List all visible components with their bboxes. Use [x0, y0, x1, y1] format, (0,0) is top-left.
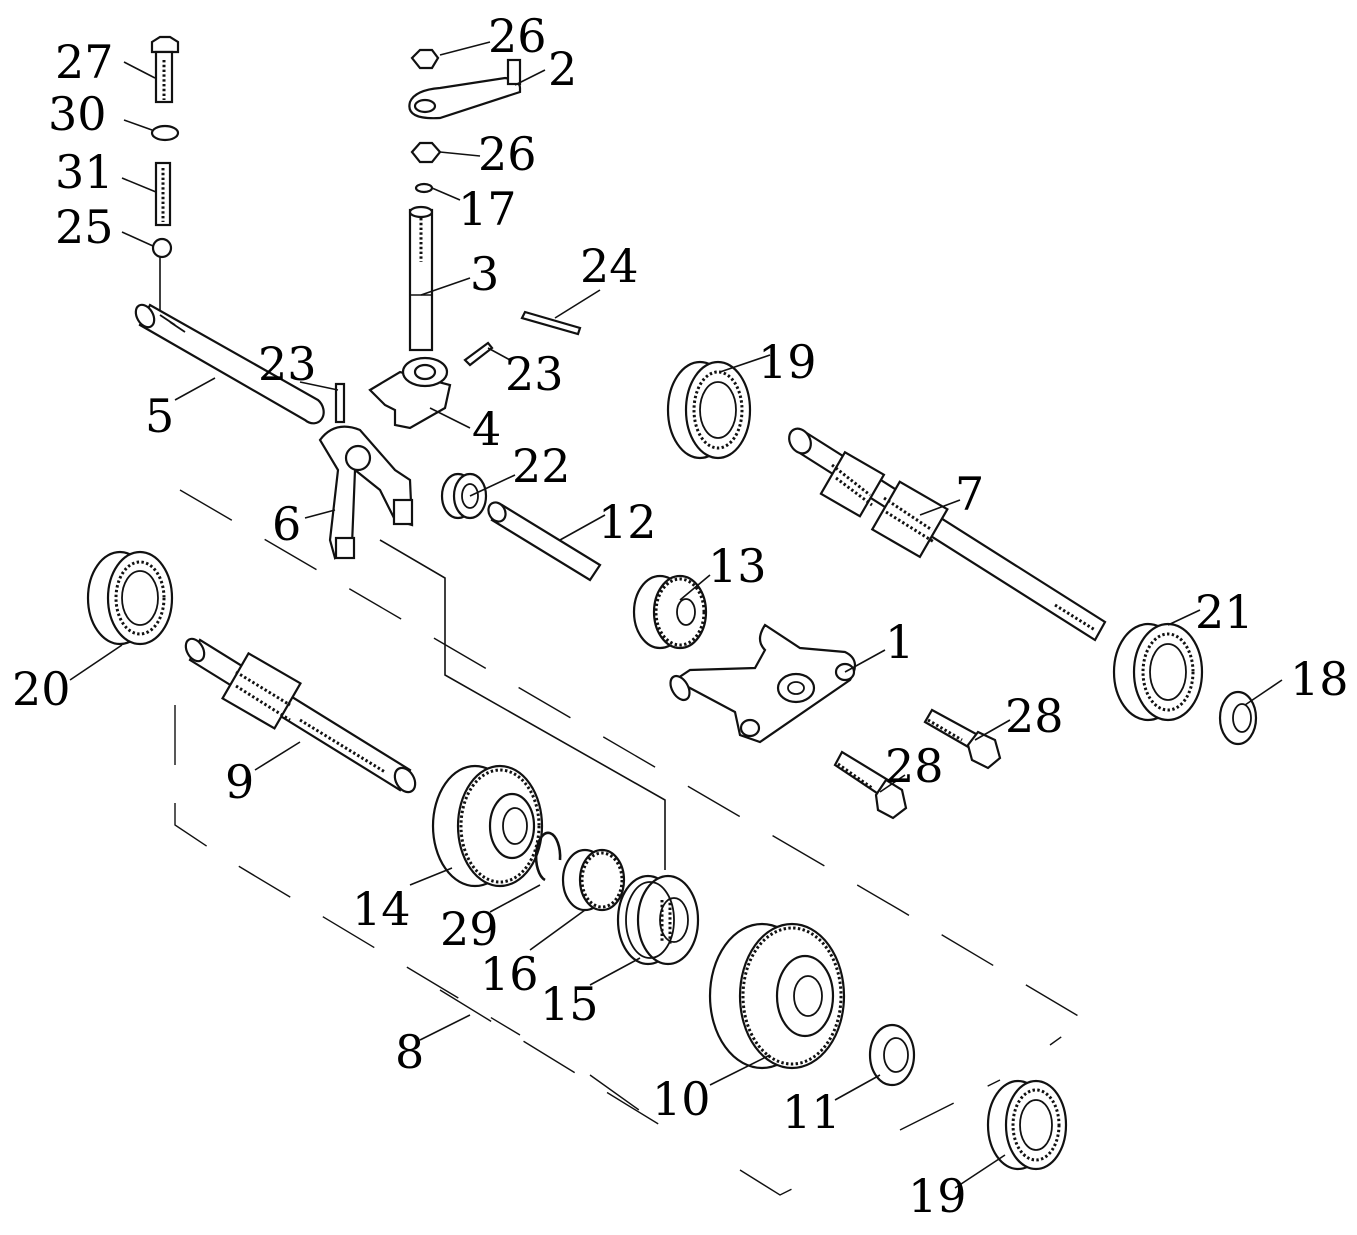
callout-22: 22 — [512, 439, 571, 493]
pin-23-left — [334, 382, 346, 424]
callout-17: 17 — [458, 182, 517, 236]
callout-19-bottom: 19 — [908, 1169, 967, 1223]
callout-3: 3 — [470, 247, 499, 301]
callout-21: 21 — [1195, 585, 1254, 639]
shaft-9 — [184, 637, 417, 794]
bolt-27 — [150, 35, 180, 104]
callout-14: 14 — [352, 882, 411, 936]
callout-18: 18 — [1290, 652, 1349, 706]
callout-5: 5 — [145, 389, 174, 443]
bolt-28-upper — [923, 708, 1002, 770]
seal-18 — [1218, 690, 1258, 746]
callout-28-lower: 28 — [885, 739, 944, 793]
gear-14 — [431, 764, 544, 888]
bearing-19-bottom — [986, 1079, 1068, 1171]
callout-25: 25 — [55, 200, 114, 254]
callout-20: 20 — [12, 662, 71, 716]
nut-26-mid — [410, 141, 442, 164]
shift-shaft-5 — [134, 303, 325, 425]
gear-13 — [632, 574, 708, 650]
gear-10 — [708, 922, 846, 1070]
callout-23-right: 23 — [505, 347, 564, 401]
lever-arm-2 — [408, 58, 522, 120]
circlip-29 — [534, 831, 562, 882]
shaft-3 — [408, 205, 434, 352]
callout-16: 16 — [480, 947, 539, 1001]
callout-7: 7 — [955, 467, 984, 521]
callout-23-left: 23 — [258, 337, 317, 391]
seal-11 — [868, 1023, 916, 1087]
leader-lines — [69, 41, 1283, 1189]
callout-2: 2 — [548, 42, 577, 96]
pin-12 — [487, 501, 602, 582]
callout-28-upper: 28 — [1005, 689, 1064, 743]
sleeve-15 — [616, 874, 700, 966]
clip-17 — [414, 182, 434, 194]
bearing-20 — [86, 550, 174, 646]
bushing-22 — [440, 472, 488, 520]
callout-4: 4 — [472, 402, 501, 456]
callout-8: 8 — [395, 1025, 424, 1079]
assembly-guide-lines — [159, 255, 1087, 1196]
callout-6: 6 — [272, 497, 301, 551]
callout-29: 29 — [440, 902, 499, 956]
callout-10: 10 — [652, 1072, 711, 1126]
gear-16 — [561, 848, 626, 912]
callout-12: 12 — [598, 495, 657, 549]
ball-25 — [151, 237, 173, 259]
stud-31 — [154, 161, 172, 227]
bearing-21 — [1112, 622, 1204, 722]
callout-15: 15 — [540, 977, 599, 1031]
callout-labels: 27 30 31 25 26 2 26 17 3 24 23 23 5 4 19… — [12, 9, 1349, 1223]
callout-30: 30 — [48, 87, 107, 141]
key-24 — [520, 310, 582, 336]
callout-11: 11 — [782, 1085, 841, 1139]
callout-13: 13 — [708, 539, 767, 593]
callout-19-top: 19 — [758, 335, 817, 389]
plate-4 — [368, 356, 452, 430]
callout-9: 9 — [225, 755, 254, 809]
callout-26-mid: 26 — [478, 127, 537, 181]
bearing-19-top — [666, 360, 752, 460]
washer-30 — [150, 124, 180, 142]
arm-1 — [669, 623, 857, 744]
nut-26-top — [410, 48, 440, 70]
main-shaft-7 — [788, 427, 1107, 642]
callout-27: 27 — [55, 35, 114, 89]
callout-31: 31 — [55, 145, 114, 199]
pin-23-right — [463, 341, 494, 367]
callout-24: 24 — [580, 239, 639, 293]
callout-1: 1 — [885, 615, 914, 669]
callout-26-top: 26 — [488, 9, 547, 63]
shift-fork-6 — [318, 425, 414, 560]
